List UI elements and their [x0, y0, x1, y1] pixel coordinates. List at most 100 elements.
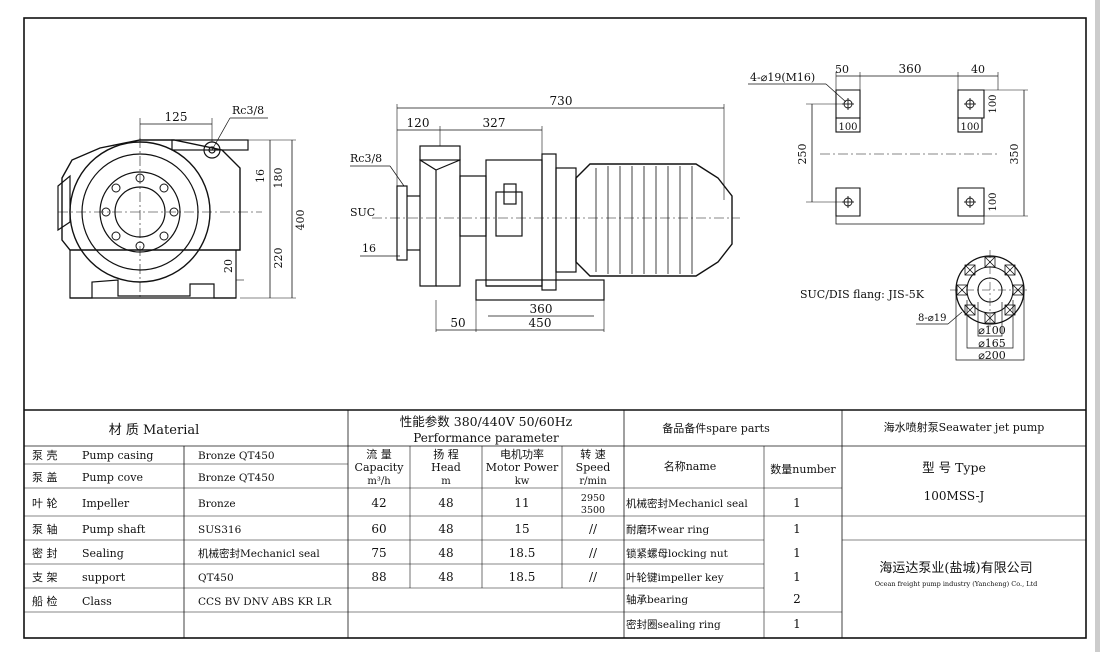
spare-name: 机械密封Mechanicl seal	[626, 497, 748, 510]
dim-plan-100-d: 100	[988, 192, 999, 211]
flange-d200: ⌀200	[978, 349, 1006, 362]
perf-col-en: Capacity	[355, 461, 405, 474]
perf-col-cn: 转 速	[580, 447, 606, 461]
perf-cell: 18.5	[509, 570, 536, 584]
material-part-en: Sealing	[82, 547, 124, 560]
spare-header: 备品备件spare parts	[662, 421, 770, 435]
material-part-cn: 支 架	[32, 571, 58, 584]
page-edge	[1095, 0, 1100, 652]
material-value: Bronze QT450	[198, 472, 275, 484]
material-part-cn: 船 检	[32, 594, 58, 608]
flange-view	[916, 250, 1030, 361]
dim-plan-250: 250	[796, 144, 809, 165]
perf-col-unit: m	[441, 476, 451, 487]
plan-view	[748, 72, 1028, 225]
perf-cell: 3500	[581, 505, 605, 516]
perf-cell: 75	[371, 546, 386, 560]
dim-side-20: 20	[222, 259, 235, 273]
perf-cell: 48	[438, 496, 453, 510]
type-value: 100MSS-J	[924, 489, 985, 503]
label-suc: SUC	[350, 206, 375, 219]
spare-name: 密封圈sealing ring	[626, 618, 721, 631]
material-part-cn: 泵 盖	[32, 470, 58, 484]
company-cn: 海运达泵业(盐城)有限公司	[879, 561, 1032, 576]
perf-col-cn: 流 量	[366, 447, 392, 461]
perf-col-cn: 电机功率	[500, 447, 544, 461]
sheet-border	[23, 17, 1087, 639]
perf-cell: //	[589, 522, 598, 536]
perf-col-en: Motor Power	[486, 461, 559, 474]
perf-cell: 2950	[581, 493, 605, 504]
dim-plan-100-c: 100	[988, 94, 999, 113]
material-value: Bronze QT450	[198, 450, 275, 462]
dim-side-rc: Rc3/8	[232, 104, 264, 117]
perf-cell: 60	[371, 522, 386, 536]
spare-qty: 1	[793, 496, 801, 510]
perf-cell: 15	[514, 522, 529, 536]
spare-rows: 机械密封Mechanicl seal 1 耐磨环wear ring 1 锁紧螺母lock…	[626, 496, 801, 631]
spare-name: 轴承bearing	[626, 593, 688, 606]
perf-cell: 11	[514, 496, 529, 510]
material-part-en: Impeller	[82, 497, 130, 510]
material-part-cn: 泵 轴	[32, 522, 58, 536]
flange-d100: ⌀100	[978, 324, 1006, 337]
side-view	[57, 117, 296, 300]
material-value: SUS316	[198, 524, 242, 536]
spare-name: 耐磨环wear ring	[626, 523, 709, 536]
dim-front-450: 450	[529, 316, 552, 330]
material-value: Bronze	[198, 498, 236, 510]
material-value: QT450	[198, 572, 234, 584]
flange-spec: SUC/DIS flang: JIS-5K	[800, 288, 925, 301]
dim-side-16: 16	[254, 169, 267, 183]
spare-name: 锁紧螺母locking nut	[626, 547, 729, 560]
dim-plan-100-b: 100	[960, 122, 979, 133]
dim-side-400: 400	[294, 210, 307, 231]
material-part-en: Pump cove	[82, 471, 143, 484]
pump-header: 海水喷射泵Seawater jet pump	[884, 420, 1045, 434]
dim-plan-100-a: 100	[838, 122, 857, 133]
flange-bolts: 8-⌀19	[918, 313, 947, 324]
front-view	[350, 104, 740, 332]
material-part-cn: 泵 壳	[32, 448, 58, 462]
perf-col-unit: r/min	[579, 476, 607, 487]
perf-cell: //	[589, 546, 598, 560]
perf-header-1: 性能参数 380/440V 50/60Hz	[400, 414, 573, 429]
perf-cell: 48	[438, 570, 453, 584]
perf-col-en: Head	[431, 461, 461, 474]
spare-col-name: 名称name	[664, 459, 717, 473]
perf-cell: 48	[438, 546, 453, 560]
spare-qty: 1	[793, 570, 801, 584]
perf-col-unit: m³/h	[367, 476, 391, 487]
material-part-cn: 密 封	[32, 546, 58, 560]
company-en: Ocean freight pump industry (Yancheng) C…	[875, 580, 1038, 588]
dim-front-120: 120	[407, 116, 430, 130]
dim-side-220: 220	[272, 248, 285, 269]
dim-front-360: 360	[530, 302, 553, 316]
dim-side-125: 125	[165, 110, 188, 124]
material-part-en: Class	[82, 595, 112, 608]
dim-plan-40: 40	[971, 63, 985, 76]
perf-cell: 88	[371, 570, 386, 584]
flange-d165: ⌀165	[978, 337, 1006, 350]
dim-front-327: 327	[483, 116, 506, 130]
dim-plan-350: 350	[1008, 144, 1021, 165]
dim-front-50: 50	[450, 316, 465, 330]
material-value: 机械密封Mechanicl seal	[198, 547, 320, 560]
dim-plan-360: 360	[899, 62, 922, 76]
material-part-en: Pump casing	[82, 449, 153, 462]
spare-qty: 1	[793, 617, 801, 631]
material-part-en: support	[82, 571, 126, 584]
spare-name: 叶轮键impeller key	[626, 571, 724, 584]
perf-col-unit: kw	[515, 476, 530, 487]
dim-side-180: 180	[272, 168, 285, 189]
perf-col-en: Speed	[576, 461, 611, 474]
perf-col-cn: 扬 程	[433, 447, 459, 461]
spare-col-qty: 数量number	[770, 463, 836, 476]
dim-front-rc: Rc3/8	[350, 152, 382, 165]
material-part-en: Pump shaft	[82, 523, 146, 536]
perf-cell: 48	[438, 522, 453, 536]
